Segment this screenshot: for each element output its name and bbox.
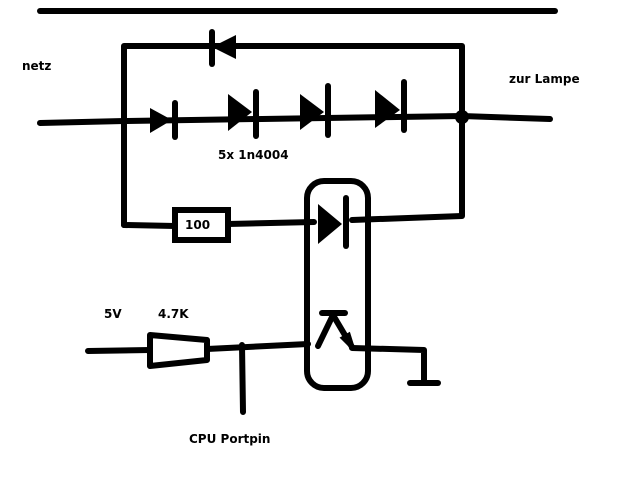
frame-wire [121,43,465,228]
junction-dot [455,110,469,124]
diode-series-3 [300,83,331,138]
resistor-4-7k [147,332,210,369]
diodes-label: 5x 1n4004 [218,148,289,162]
resistor-100 [172,207,231,243]
diode-series-1 [150,100,178,140]
reverse-diode-top [209,29,236,67]
v5-label: 5V [104,307,122,321]
resistor-to-led-wire [225,219,317,227]
diode-series-4 [375,79,407,133]
optocoupler-phototransistor [315,310,356,352]
resistor-100-label: 100 [185,218,211,232]
optocoupler-led [318,195,349,249]
zur-lampe-label: zur Lampe [509,72,580,86]
resistor-to-transistor-wire [204,341,311,352]
emitter-ground-wire [349,345,427,386]
resistor-4-7k-label: 4.7K [158,307,189,321]
netz-label: netz [22,59,52,73]
lower-frame-wire [121,222,178,229]
diode-series-2 [228,89,259,139]
cpu-portpin-label: CPU Portpin [189,432,271,446]
cpu-portpin-wire [239,342,246,415]
input-wire-5v [85,347,153,354]
optocoupler-package [304,178,371,391]
main-line-wire [37,113,553,126]
